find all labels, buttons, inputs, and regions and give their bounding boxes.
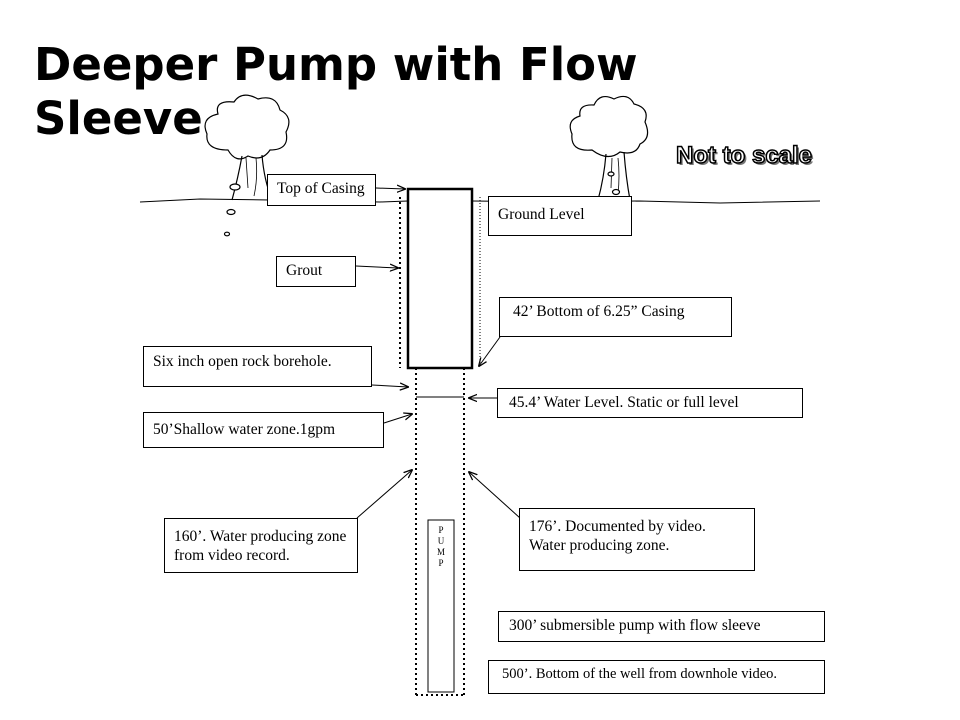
scale-note: Not to scale (675, 141, 813, 170)
arrow-zone-160 (356, 470, 412, 519)
label-pump-300: 300’ submersible pump with flow sleeve (498, 611, 825, 642)
pump-letter: P (438, 525, 444, 535)
tree-right-icon (569, 95, 649, 210)
arrow-top-of-casing (375, 188, 405, 189)
tree-left-icon (204, 94, 290, 237)
pump-letter: U (437, 536, 445, 546)
label-casing-bottom: 42’ Bottom of 6.25” Casing (499, 297, 732, 337)
label-zone-176: 176’. Documented by video. Water produci… (519, 508, 755, 571)
arrow-shallow-zone (383, 414, 412, 424)
page-title: Deeper Pump with Flow Sleeve (34, 38, 638, 146)
arrow-zone-176 (469, 472, 521, 519)
arrow-borehole (371, 385, 408, 387)
title-line-2: Sleeve (34, 92, 203, 145)
label-bottom-500: 500’. Bottom of the well from downhole v… (488, 660, 825, 694)
label-borehole: Six inch open rock borehole. (143, 346, 372, 387)
label-zone-160: 160’. Water producing zone from video re… (164, 518, 358, 573)
pump-letter: M (436, 547, 445, 557)
label-ground-level: Ground Level (488, 196, 632, 236)
pump-body (427, 519, 455, 693)
pump-letter: P (438, 558, 444, 568)
arrow-grout (355, 266, 398, 268)
title-line-1: Deeper Pump with Flow (34, 38, 638, 91)
label-water-level: 45.4’ Water Level. Static or full level (497, 388, 803, 418)
label-top-of-casing: Top of Casing (267, 174, 376, 206)
label-shallow-zone: 50’Shallow water zone.1gpm (143, 412, 384, 448)
arrow-casing-bottom (479, 336, 501, 366)
label-grout: Grout (276, 256, 356, 287)
pump-label: P U M P (430, 525, 452, 569)
well-casing (406, 187, 474, 370)
